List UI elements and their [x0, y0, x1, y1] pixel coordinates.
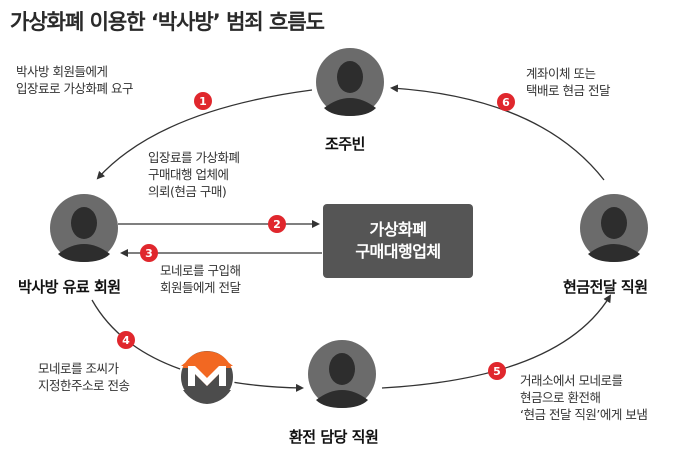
step-5-badge: 5	[488, 362, 506, 380]
label-exchange-staff: 환전 담당 직원	[289, 428, 379, 446]
crypto-purchase-agency-box: 가상화폐 구매대행업체	[323, 204, 473, 278]
person-cash-staff-icon	[580, 194, 648, 262]
step-4-badge: 4	[117, 331, 135, 349]
step-3-badge: 3	[140, 244, 158, 262]
arrow-step-4	[91, 299, 304, 392]
label-paid-member: 박사방 유료 회원	[18, 278, 121, 296]
company-line2: 구매대행업체	[355, 242, 441, 261]
person-jojubin-icon	[316, 48, 384, 116]
arrow-step-1	[96, 89, 313, 180]
step-4-note: 모네로를 조씨가 지정한주소로 전송	[38, 361, 130, 393]
company-line1: 가상화폐	[369, 220, 427, 239]
person-member-icon	[50, 194, 118, 262]
arrow-step-6	[390, 84, 605, 181]
step-3-note: 모네로를 구입해 회원들에게 전달	[160, 263, 241, 295]
person-exchange-staff-icon	[308, 340, 376, 408]
step-5-note: 거래소에서 모네로를 현금으로 환전해 ‘현금 전달 직원’에게 보냄	[520, 373, 648, 422]
step-2-note: 입장료를 가상화폐 구매대행 업체에 의뢰(현금 구매)	[148, 150, 240, 199]
page-title: 가상화폐 이용한 ‘박사방’ 범죄 흐름도	[10, 10, 325, 34]
step-1-note: 박사방 회원들에게 입장료로 가상화폐 요구	[16, 64, 133, 96]
step-1-badge: 1	[194, 92, 212, 110]
step-2-badge: 2	[268, 215, 286, 233]
arrow-step-5	[381, 294, 612, 389]
label-jojubin: 조주빈	[325, 135, 365, 153]
monero-logo-icon	[179, 349, 235, 405]
step-6-badge: 6	[497, 93, 515, 111]
label-cash-staff: 현금전달 직원	[563, 278, 648, 296]
step-6-note: 계좌이체 또는 택배로 현금 전달	[526, 66, 610, 98]
